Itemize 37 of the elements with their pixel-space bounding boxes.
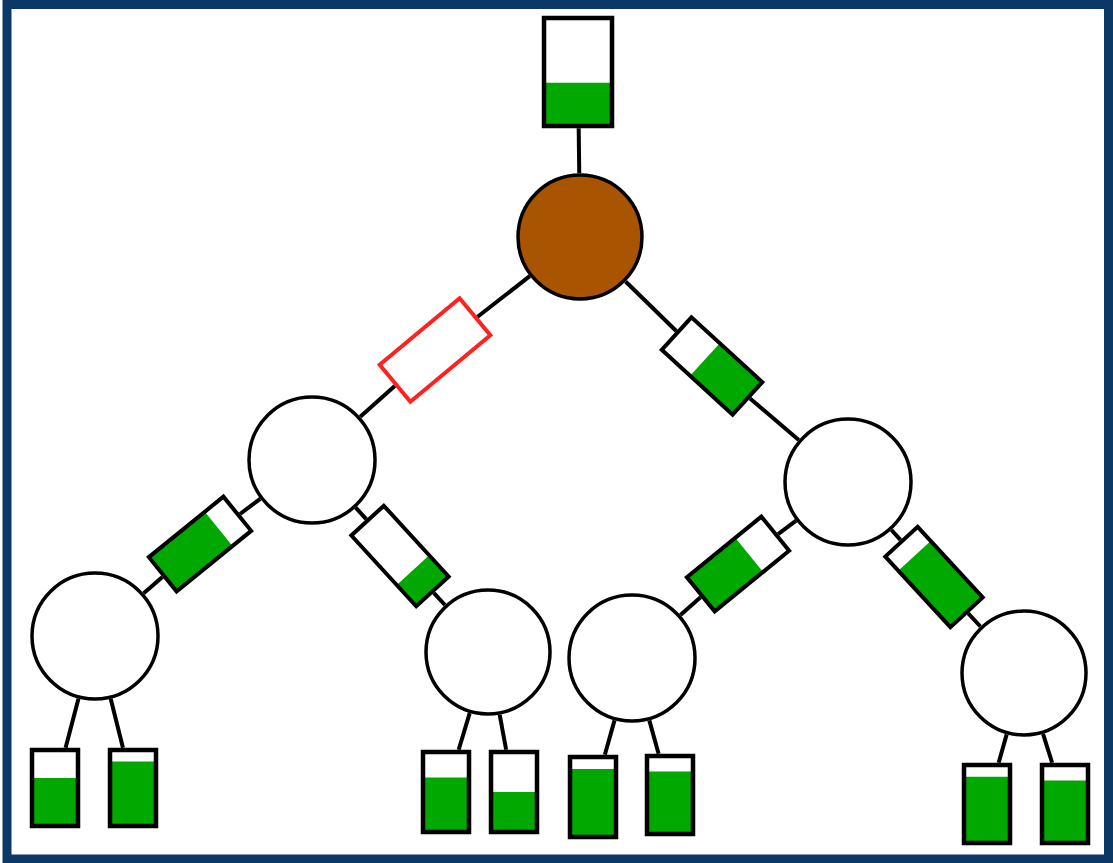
pipe-line — [624, 280, 678, 333]
pipe-line — [647, 719, 661, 755]
junction-circle — [567, 593, 697, 723]
tank — [1039, 762, 1091, 846]
junction-circle — [783, 417, 913, 547]
valve-circle — [516, 173, 644, 301]
pipe-line — [354, 506, 368, 521]
pipe-line — [456, 712, 472, 751]
tank — [541, 15, 615, 129]
pipe-line — [966, 612, 982, 628]
tank — [29, 747, 81, 829]
tank — [644, 753, 696, 837]
pipe-line — [576, 128, 582, 174]
junction-circle — [247, 395, 377, 525]
pipe-line — [358, 384, 397, 419]
junction-circle — [424, 588, 552, 716]
pipe-line — [748, 396, 801, 442]
tank — [567, 754, 619, 840]
tank — [107, 747, 159, 829]
junction-circle — [960, 609, 1088, 737]
pipe-line — [238, 497, 262, 516]
pipe-line — [497, 714, 509, 751]
tank — [488, 749, 540, 835]
pipe-line — [679, 595, 702, 617]
pipe-line — [142, 575, 164, 595]
pipe-line — [1041, 733, 1054, 764]
tank — [961, 762, 1013, 846]
pipe-line — [996, 733, 1009, 764]
pipe-line — [476, 274, 531, 319]
pipe-line — [108, 698, 125, 749]
pipe-line — [602, 719, 617, 756]
pipe-line — [776, 519, 798, 536]
tank — [420, 749, 472, 835]
pipe-line — [890, 528, 902, 542]
pipe-line — [432, 591, 447, 607]
pipe-line — [63, 698, 81, 749]
junction-circle — [30, 571, 160, 701]
